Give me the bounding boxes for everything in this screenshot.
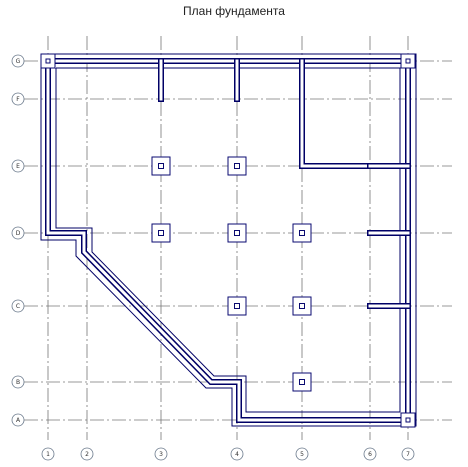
inner-footing-line xyxy=(55,67,401,413)
grid-bubble-col-4: 4 xyxy=(230,447,244,461)
column-pedestal xyxy=(234,163,240,169)
grid-bubble-row-E: E xyxy=(11,159,25,173)
grid-axis-label: 5 xyxy=(300,451,304,458)
room-wall-top-right-outer xyxy=(299,58,373,169)
grid-bubble-col-6: 6 xyxy=(363,447,377,461)
grid-axis-label: 4 xyxy=(235,451,239,458)
grid-axis-bubble-icon xyxy=(11,226,25,240)
grid-bubble-row-B: B xyxy=(11,375,25,389)
grid-axis-label: F xyxy=(16,96,20,103)
grid-axis-bubble-icon xyxy=(295,447,309,461)
grid-bubble-row-A: A xyxy=(11,413,25,427)
column-pedestal xyxy=(299,303,305,309)
column-footings xyxy=(40,53,416,428)
outer-footing-line xyxy=(40,53,417,427)
grid-axis-bubble-icon xyxy=(363,447,377,461)
grid-axis-label: G xyxy=(16,58,21,65)
grid-axis-label: 2 xyxy=(85,451,89,458)
perimeter-wall-inner xyxy=(46,59,410,422)
grid-axis-label: C xyxy=(16,303,20,310)
grid-bubble-row-D: D xyxy=(11,226,25,240)
grid-bubble-row-C: C xyxy=(11,299,25,313)
corner-pedestal xyxy=(405,58,411,64)
grid-axis-bubble-icon xyxy=(11,54,25,68)
room-wall-top-right-inner xyxy=(300,59,372,168)
grid-bubble-col-7: 7 xyxy=(401,447,415,461)
grid-bubble-col-3: 3 xyxy=(154,447,168,461)
column-pedestal xyxy=(234,230,240,236)
grid-bubble-row-F: F xyxy=(11,92,25,106)
grid-axis-bubble-icon xyxy=(11,92,25,106)
grid-axis-bubble-icon xyxy=(11,159,25,173)
grid-axis-bubble-icon xyxy=(80,447,94,461)
grid-axis-label: 3 xyxy=(159,451,163,458)
grid-axis-label: E xyxy=(16,163,20,170)
grid-axis-bubble-icon xyxy=(154,447,168,461)
grid-bubble-col-5: 5 xyxy=(295,447,309,461)
foundation-walls xyxy=(40,53,417,427)
grid-axis-label: 1 xyxy=(46,451,50,458)
grid-bubble-row-G: G xyxy=(11,54,25,68)
column-pedestal xyxy=(234,303,240,309)
column-pedestal xyxy=(158,163,164,169)
corner-pedestal xyxy=(45,58,51,64)
grid-axis-bubble-icon xyxy=(11,375,25,389)
grid-axis-label: 7 xyxy=(406,451,410,458)
grid-axis-label: D xyxy=(16,230,21,237)
corner-pedestal xyxy=(405,417,411,423)
column-pedestal xyxy=(158,230,164,236)
plan-title: План фундамента xyxy=(183,4,285,18)
grid-bubble-col-1: 1 xyxy=(41,447,55,461)
grid-axis-label: B xyxy=(16,379,20,386)
grid-bubbles: 1 2 3 4 5 6 7 G F E D C B A xyxy=(11,54,415,461)
column-pedestal xyxy=(299,230,305,236)
grid-axis-bubble-icon xyxy=(11,299,25,313)
grid-axis-bubble-icon xyxy=(41,447,55,461)
grid-axis-label: A xyxy=(16,417,21,424)
grid-axis-bubble-icon xyxy=(401,447,415,461)
column-pedestal xyxy=(299,379,305,385)
grid-axis-bubble-icon xyxy=(230,447,244,461)
grid-axis-label: 6 xyxy=(368,451,372,458)
grid-bubble-col-2: 2 xyxy=(80,447,94,461)
grid-axis-bubble-icon xyxy=(11,413,25,427)
